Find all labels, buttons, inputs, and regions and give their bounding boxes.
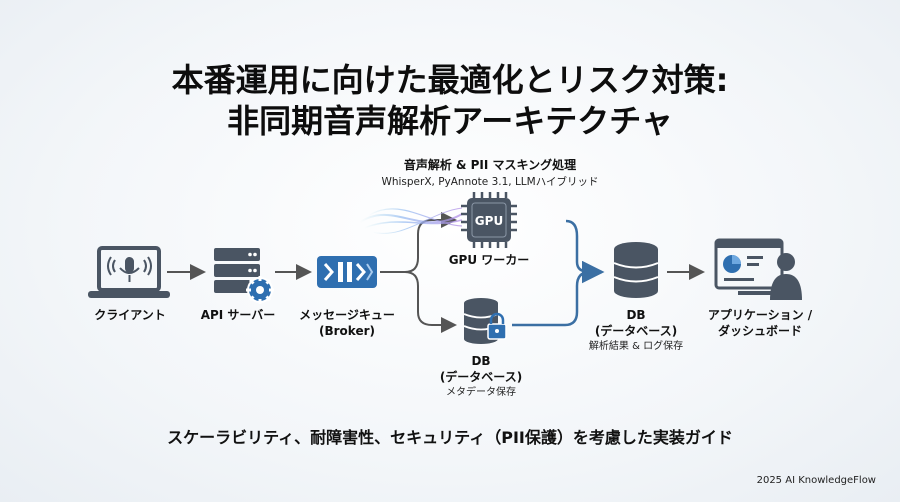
processing-heading: 音声解析 & PII マスキング処理 xyxy=(403,158,577,172)
page-title-line2: 非同期音声解析アーキテクチャ xyxy=(227,102,673,140)
arrow-queue-db-meta xyxy=(404,271,457,333)
audio-wisp-decoration xyxy=(359,207,463,234)
db-meta-label-line2: (データベース) xyxy=(439,370,523,384)
footer-credit: 2025 AI KnowledgeFlow xyxy=(756,475,876,486)
dashboard-user-icon xyxy=(714,238,802,300)
server-gear-icon xyxy=(214,248,274,304)
queue-label-line1: メッセージキュー xyxy=(299,308,395,322)
queue-label-line2: (Broker) xyxy=(319,324,375,338)
db-meta-description: メタデータ保存 xyxy=(446,387,516,398)
database-lock-icon xyxy=(463,298,507,344)
database-icon xyxy=(613,242,659,298)
db-result-label-line2: (データベース) xyxy=(594,324,678,338)
laptop-microphone-icon xyxy=(88,246,170,298)
db-meta-label-line1: DB xyxy=(471,354,491,368)
client-label: クライアント xyxy=(94,308,166,322)
api-server-label: API サーバー xyxy=(200,308,276,322)
arrow-gpu-db-result xyxy=(565,219,605,284)
subtitle: スケーラビリティ、耐障害性、セキュリティ（PII保護）を考慮した実装ガイド xyxy=(167,428,733,447)
arrow-db-meta-db-result xyxy=(512,270,591,327)
waveform-icon xyxy=(520,198,564,244)
arrow-queue-gpu xyxy=(380,212,457,273)
gpu-chip-label: GPU xyxy=(475,214,503,228)
app-label-line1: アプリケーション / xyxy=(707,308,813,322)
processing-models: WhisperX, PyAnnote 3.1, LLMハイブリッド xyxy=(381,176,599,188)
gpu-chip-icon xyxy=(461,192,517,248)
page-title-line1: 本番運用に向けた最適化とリスク対策: xyxy=(171,61,729,99)
gpu-worker-label: GPU ワーカー xyxy=(448,253,530,267)
app-label-line2: ダッシュボード xyxy=(717,324,802,338)
db-result-description: 解析結果 & ログ保存 xyxy=(588,341,684,352)
db-result-label-line1: DB xyxy=(626,308,646,322)
message-queue-icon xyxy=(317,256,377,288)
